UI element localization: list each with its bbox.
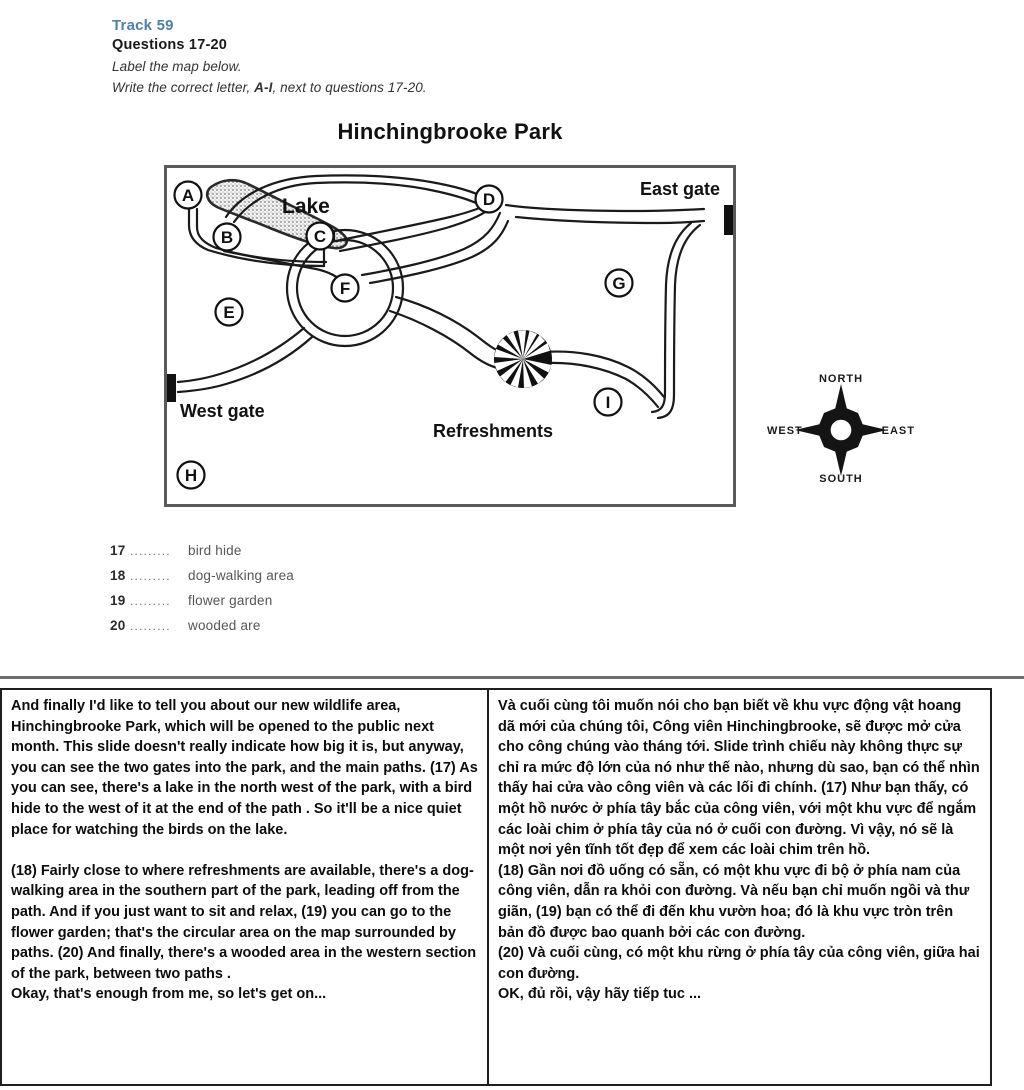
transcript-en-paragraph-1: And finally I'd like to tell you about o… — [11, 698, 482, 838]
question-number: 19 — [110, 593, 126, 608]
transcript-vi-paragraph-3: (20) Và cuối cùng, có một khu rừng ở phí… — [498, 945, 984, 982]
path-north-outer-2 — [195, 207, 328, 264]
svg-text:B: B — [221, 228, 233, 247]
transcript-column-vietnamese: Và cuối cùng tôi muốn nói cho bạn biết v… — [489, 690, 990, 1084]
map-marker-e: E — [214, 297, 244, 327]
transcript-table: And finally I'd like to tell you about o… — [0, 688, 992, 1086]
transcript-vi-paragraph-2: (18) Gần nơi đồ uống có sẵn, có một khu … — [498, 862, 974, 941]
compass-west-label: WEST — [767, 425, 803, 437]
refreshments-label: Refreshments — [433, 421, 553, 441]
question-number: 20 — [110, 618, 126, 633]
compass-north-label: NORTH — [819, 373, 863, 385]
question-answer-list: 17 ......... bird hide 18 ......... dog-… — [110, 543, 530, 643]
map-marker-d: D — [474, 184, 504, 214]
path-east-vertical-inner — [650, 221, 693, 414]
path-refreshments-to-east-upper — [542, 350, 666, 399]
map-marker-g: G — [604, 268, 634, 298]
question-label: wooded are — [188, 618, 261, 633]
question-row-18[interactable]: 18 ......... dog-walking area — [110, 568, 530, 593]
path-roundabout-to-refreshments-lower — [388, 309, 504, 371]
instruction-letter-range: A-I — [254, 80, 273, 95]
path-east-vertical-outer — [656, 223, 702, 420]
svg-text:D: D — [483, 190, 495, 209]
refreshments-icon — [494, 330, 552, 388]
path-roundabout-to-west-outer — [176, 326, 306, 384]
map-title: Hinchingbrooke Park — [337, 119, 563, 144]
compass-east-label: EAST — [882, 425, 915, 437]
instruction-label-map: Label the map below. — [112, 59, 242, 74]
path-top-lake-a — [224, 174, 498, 219]
compass-rose: NORTH SOUTH WEST EAST — [765, 368, 917, 488]
svg-text:A: A — [182, 186, 194, 205]
path-roundabout-to-west-inner — [176, 335, 314, 394]
path-east-spine-inner — [368, 219, 510, 285]
map-marker-f: F — [330, 273, 360, 303]
exercise-header: Track 59 Questions 17-20 Label the map b… — [112, 16, 712, 98]
question-number: 18 — [110, 568, 126, 583]
roundabout-outer — [285, 228, 405, 348]
transcript-en-spacer — [11, 840, 478, 861]
question-row-20[interactable]: 20 ......... wooded are — [110, 618, 530, 643]
park-map: Lake East gate West gate Refreshments A … — [164, 165, 736, 507]
svg-text:H: H — [185, 466, 197, 485]
path-refreshments-to-east-lower — [544, 361, 660, 409]
map-marker-i: I — [593, 387, 623, 417]
transcript-vi-paragraph-1: Và cuối cùng tôi muốn nói cho bạn biết v… — [498, 698, 984, 859]
path-d-to-east-gate-upper — [504, 203, 706, 213]
east-gate-marker — [724, 205, 733, 235]
question-row-17[interactable]: 17 ......... bird hide — [110, 543, 530, 568]
instruction-part-1: Write the correct letter, — [112, 80, 255, 95]
question-number: 17 — [110, 543, 126, 558]
map-marker-c: C — [305, 221, 335, 251]
compass-star — [795, 384, 887, 476]
path-east-gate-lower — [514, 215, 706, 225]
roundabout-inner — [295, 238, 395, 338]
svg-text:E: E — [223, 303, 234, 322]
west-gate-label: West gate — [180, 401, 265, 421]
svg-text:I: I — [606, 393, 611, 412]
track-label: Track 59 — [112, 17, 174, 34]
question-label: flower garden — [188, 593, 273, 608]
map-marker-b: B — [212, 222, 242, 252]
map-marker-h: H — [176, 460, 206, 490]
map-marker-a: A — [173, 180, 203, 210]
svg-text:G: G — [612, 274, 625, 293]
transcript-column-english: And finally I'd like to tell you about o… — [2, 690, 490, 1084]
question-label: bird hide — [188, 543, 242, 558]
svg-text:F: F — [340, 279, 350, 298]
answer-blank[interactable]: ......... — [130, 544, 171, 558]
transcript-en-paragraph-3: Okay, that's enough from me, so let's ge… — [11, 986, 327, 1003]
answer-blank[interactable]: ......... — [130, 569, 171, 583]
path-top-lake-b — [232, 181, 491, 224]
transcript-vi-paragraph-4: OK, đủ rồi, vậy hãy tiếp tuc ... — [498, 986, 702, 1003]
map-markers: A B C D E F G H — [173, 180, 634, 490]
answer-blank[interactable]: ......... — [130, 594, 171, 608]
svg-text:C: C — [314, 227, 326, 246]
transcript-en-paragraph-2: (18) Fairly close to where refreshments … — [11, 862, 481, 982]
question-label: dog-walking area — [188, 568, 295, 583]
east-gate-label: East gate — [640, 179, 720, 199]
questions-range: Questions 17-20 — [112, 37, 228, 53]
question-row-19[interactable]: 19 ......... flower garden — [110, 593, 530, 618]
instruction-write-letter: Write the correct letter, A-I, next to q… — [112, 77, 712, 98]
instruction-part-2: , next to questions 17-20. — [272, 80, 427, 95]
section-divider — [0, 676, 1024, 679]
answer-blank[interactable]: ......... — [130, 619, 171, 633]
compass-south-label: SOUTH — [819, 473, 863, 485]
lake-label: Lake — [282, 195, 330, 218]
west-gate-marker — [167, 374, 176, 402]
